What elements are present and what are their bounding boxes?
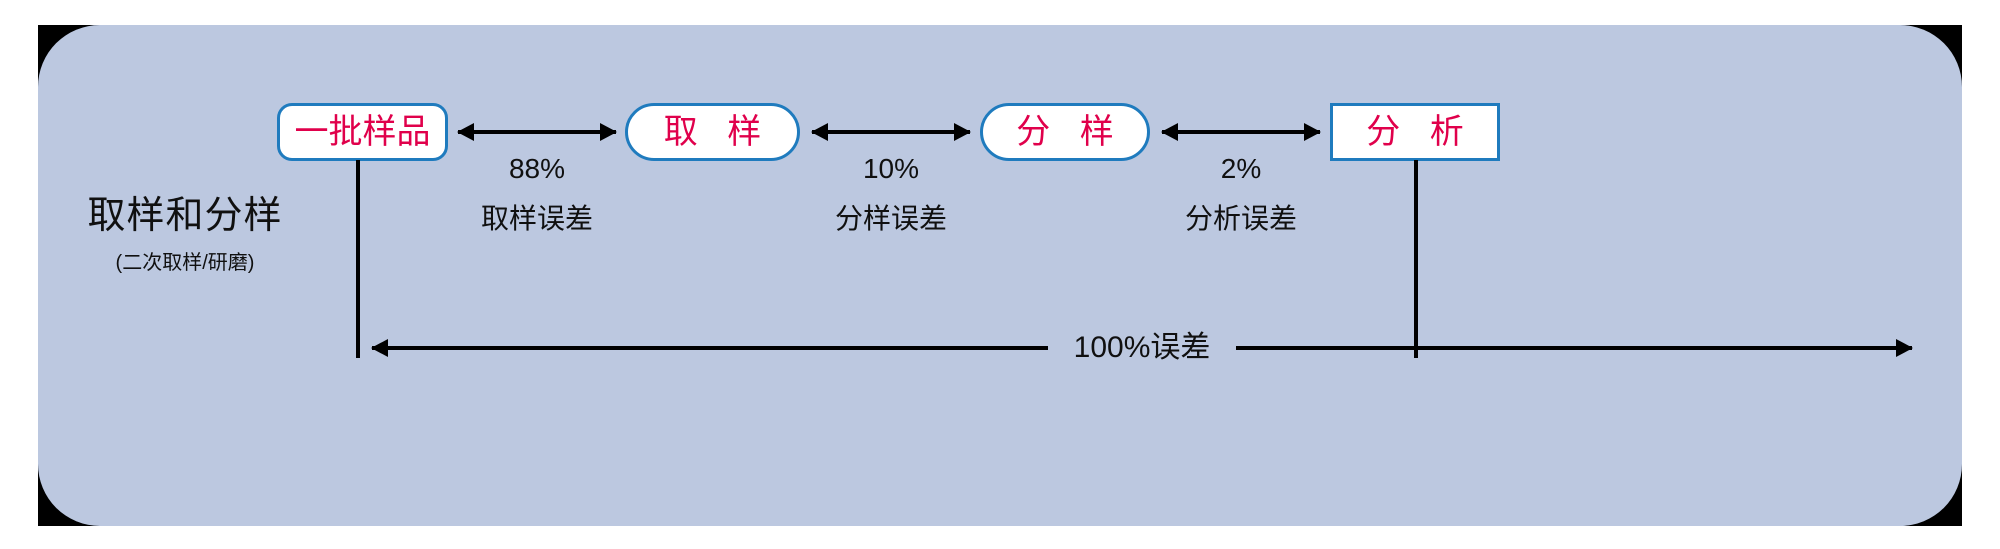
- diagram-subtitle: (二次取样/研磨): [115, 252, 255, 274]
- total-arrow-right: [1236, 339, 1913, 357]
- dropline-analysis: [1414, 160, 1418, 358]
- total-error-span: 100%误差: [371, 328, 1913, 368]
- node-sample-division[interactable]: 分 样: [980, 103, 1150, 161]
- node-analysis[interactable]: 分 析: [1330, 103, 1500, 161]
- node-sampling[interactable]: 取 样: [625, 103, 800, 161]
- link-error-analysis: 分析误差: [1184, 203, 1297, 234]
- node-sampling-label: 取 样: [663, 113, 772, 151]
- diagram-caption: 取样和分样 (二次取样/研磨): [55, 192, 315, 276]
- link-percent-88: 88%: [508, 153, 566, 184]
- link-label-analysis-error: 2% 分析误差: [1161, 152, 1321, 236]
- node-batch-sample-label: 一批样品: [294, 113, 431, 151]
- link-error-sampling: 取样误差: [480, 203, 593, 234]
- arrow-sampling-to-division: [811, 123, 971, 141]
- link-error-division: 分样误差: [834, 203, 947, 234]
- link-percent-2: 2%: [1220, 153, 1262, 184]
- link-percent-10: 10%: [862, 153, 920, 184]
- dropline-batch-sample: [356, 160, 360, 358]
- link-label-sampling-error: 88% 取样误差: [457, 152, 617, 236]
- diagram-title: 取样和分样: [87, 195, 283, 237]
- node-batch-sample[interactable]: 一批样品: [277, 103, 448, 161]
- link-label-division-error: 10% 分样误差: [811, 152, 971, 236]
- node-analysis-label: 分 析: [1366, 113, 1474, 151]
- total-arrow-left: [371, 339, 1048, 357]
- total-error-label: 100%误差: [1073, 331, 1211, 364]
- arrow-batch-to-sampling: [457, 123, 617, 141]
- diagram-panel: [38, 25, 1962, 526]
- node-sample-division-label: 分 样: [1016, 113, 1124, 151]
- arrow-division-to-analysis: [1161, 123, 1321, 141]
